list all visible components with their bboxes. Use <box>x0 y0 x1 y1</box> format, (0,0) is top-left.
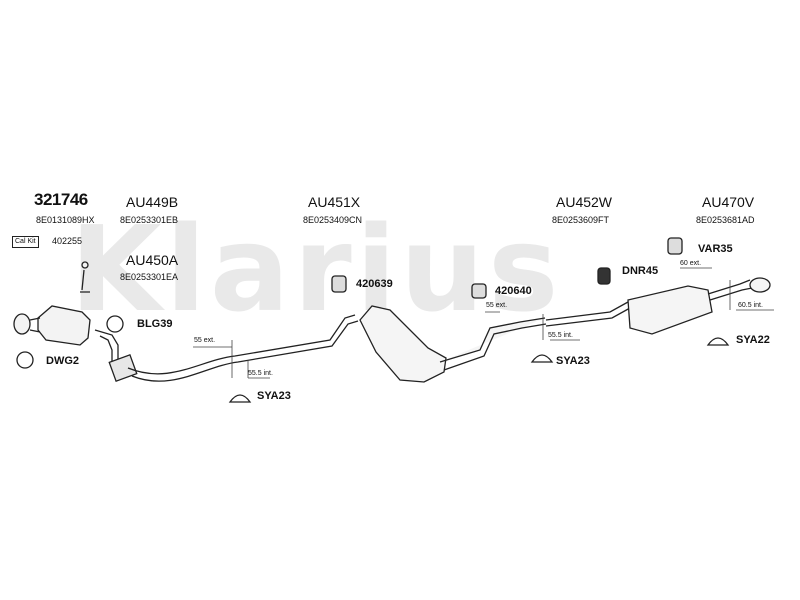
dim-55ext-1: 55 ext. <box>194 337 216 344</box>
fitting-sya22: SYA22 <box>736 334 770 346</box>
fitting-icons <box>16 237 730 403</box>
dim-60int: 60.5 int. <box>738 302 763 309</box>
dim-60ext: 60 ext. <box>680 260 702 267</box>
part-au449b-oem: 8E0253301EB <box>120 215 179 225</box>
sya23-left-icon <box>228 394 252 403</box>
part-au451x-oem: 8E0253409CN <box>303 215 363 225</box>
dimension-lines <box>193 267 774 379</box>
part-au450a-code: AU450A <box>126 252 179 268</box>
fitting-var35: VAR35 <box>698 243 733 255</box>
rear-silencer <box>627 277 771 335</box>
fitting-dwg2: DWG2 <box>46 355 79 367</box>
front-downpipe <box>94 314 359 382</box>
dim-55int-2: 55.5 int. <box>548 332 573 339</box>
sya22-icon <box>706 337 730 346</box>
blg39-gasket-icon <box>106 315 124 333</box>
part-au450a-oem: 8E0253301EA <box>120 272 179 282</box>
kit-number: 321746 <box>34 190 88 209</box>
dim-55int-1: 55.5 int. <box>248 370 273 377</box>
420639-mount-icon <box>331 275 347 293</box>
dnr45-mount-icon <box>597 267 611 285</box>
part-au470v-oem: 8E0253681AD <box>696 215 755 225</box>
fitting-420640: 420640 <box>495 285 532 297</box>
catalytic-converter <box>13 261 91 346</box>
kit-oem: 8E0131089HX <box>36 215 95 225</box>
part-au449b-code: AU449B <box>126 194 179 210</box>
cal-kit-badge: Cal Kit <box>12 236 39 248</box>
cal-kit-value: 402255 <box>52 236 83 246</box>
part-au452w-code: AU452W <box>556 194 613 210</box>
brand-watermark: Klarius <box>70 200 563 338</box>
var35-mount-icon <box>667 237 683 255</box>
fitting-blg39: BLG39 <box>137 318 173 330</box>
fitting-dnr45: DNR45 <box>622 265 659 277</box>
fitting-sya23-left: SYA23 <box>257 390 291 402</box>
part-au470v-code: AU470V <box>702 194 755 210</box>
420640-mount-icon <box>471 283 487 299</box>
rear-pipe <box>545 301 631 327</box>
dwg2-icon <box>16 351 34 369</box>
part-au451x-code: AU451X <box>308 194 361 210</box>
centre-silencer <box>359 305 547 383</box>
sya23-mid-icon <box>530 354 554 363</box>
part-au452w-oem: 8E0253609FT <box>552 215 610 225</box>
fitting-sya23-mid: SYA23 <box>556 355 590 367</box>
fitting-420639: 420639 <box>356 278 393 290</box>
dim-55ext-2: 55 ext. <box>486 302 508 309</box>
